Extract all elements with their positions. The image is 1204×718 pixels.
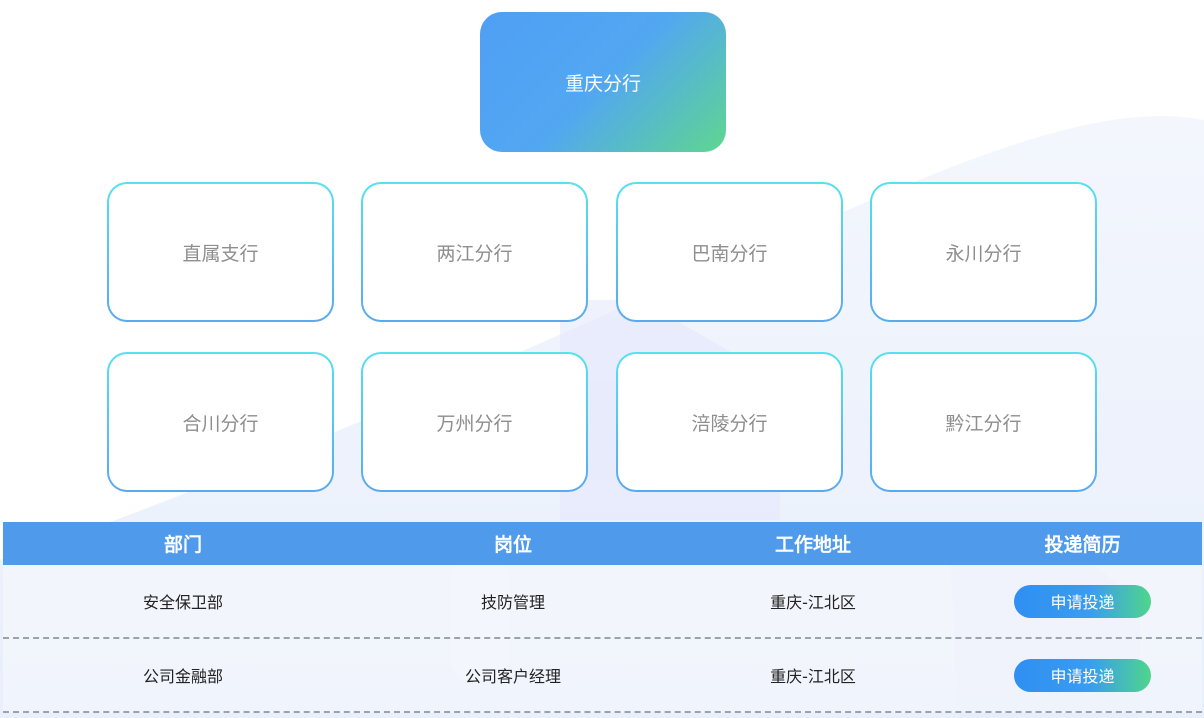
- cell-apply: 申请投递: [963, 658, 1202, 692]
- cell-department: 公司金融部: [142, 667, 223, 686]
- cell-department: 安全保卫部: [142, 593, 223, 612]
- branch-card-zhishu[interactable]: 直属支行: [107, 182, 334, 322]
- cell-apply: 申请投递: [963, 584, 1202, 618]
- cell-position: 技防管理: [480, 593, 545, 612]
- branch-label: 黔江分行: [945, 412, 1022, 435]
- branch-card-banan[interactable]: 巴南分行: [616, 182, 843, 322]
- header-apply: 投递简历: [1044, 534, 1121, 556]
- table-row: 公司金融部 公司客户经理 重庆-江北区 申请投递: [3, 639, 1202, 713]
- table-row: 安全保卫部 技防管理 重庆-江北区 申请投递: [3, 565, 1202, 639]
- branch-label: 合川分行: [182, 412, 259, 435]
- branch-card-qianjiang[interactable]: 黔江分行: [870, 352, 1097, 492]
- branch-card-liangjiang[interactable]: 两江分行: [361, 182, 588, 322]
- branch-card-wanzhou[interactable]: 万州分行: [361, 352, 588, 492]
- apply-button[interactable]: 申请投递: [1014, 584, 1151, 618]
- jobs-table: 部门 岗位 工作地址 投递简历 安全保卫部 技防管理 重庆-江北区 申请投递 公…: [3, 522, 1202, 713]
- branch-label: 两江分行: [436, 242, 513, 265]
- branch-label: 万州分行: [436, 412, 513, 435]
- branch-label: 永川分行: [945, 242, 1022, 265]
- branch-label: 直属支行: [182, 242, 259, 265]
- org-root-label: 重庆分行: [564, 72, 641, 95]
- branch-label: 涪陵分行: [691, 412, 768, 435]
- header-department: 部门: [163, 534, 202, 556]
- cell-address: 重庆-江北区: [770, 593, 856, 612]
- header-address: 工作地址: [774, 534, 851, 556]
- apply-button[interactable]: 申请投递: [1014, 658, 1151, 692]
- branch-card-hechuan[interactable]: 合川分行: [107, 352, 334, 492]
- branch-card-yongchuan[interactable]: 永川分行: [870, 182, 1097, 322]
- cell-position: 公司客户经理: [464, 667, 561, 686]
- branch-label: 巴南分行: [691, 242, 768, 265]
- header-position: 岗位: [493, 534, 532, 556]
- table-header: 部门 岗位 工作地址 投递简历: [3, 522, 1202, 565]
- branch-card-fuling[interactable]: 涪陵分行: [616, 352, 843, 492]
- org-root-node[interactable]: 重庆分行: [480, 12, 726, 152]
- cell-address: 重庆-江北区: [770, 667, 856, 686]
